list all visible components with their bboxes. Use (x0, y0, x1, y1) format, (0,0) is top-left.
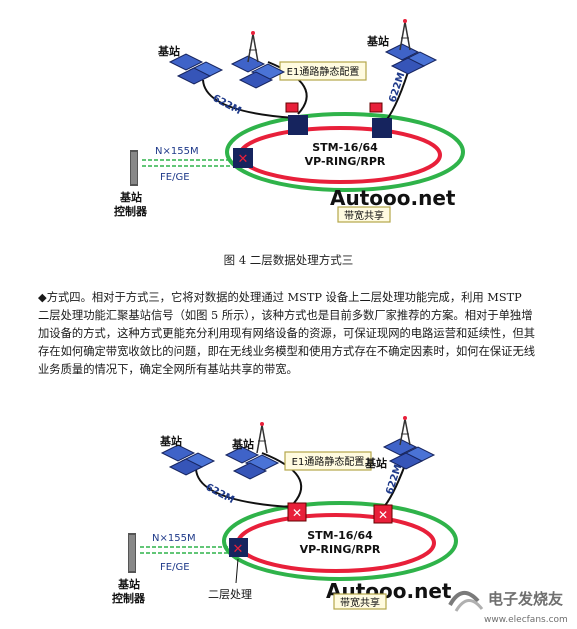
paragraph-line: 加设备的方式，这种方式更能充分利用现有网络设备的资源，可保证现网的电路运营和延续… (38, 327, 536, 340)
link-rate-label: 622M (384, 463, 404, 496)
paragraph-line: 业务质量的情况下，确定全网所有基站共享的带宽。 (38, 363, 298, 376)
base-station-controller-icon (130, 150, 138, 186)
base-station-label: 基站 (366, 34, 389, 48)
ring-subtitle: VP-RING/RPR (300, 543, 381, 556)
controller-label-line1: 基站 (119, 190, 142, 204)
antenna-tower-icon (256, 422, 268, 454)
elecfans-logo-icon (448, 591, 484, 612)
controller-label-line2: 控制器 (112, 591, 146, 605)
rate-label: N×155M (155, 146, 199, 157)
paragraph-line: 存在如何确定带宽收敛比的问题，即在无线业务模型和使用方式存在不确定因素时，如何在… (38, 345, 536, 358)
antenna-tower-icon (247, 31, 259, 63)
site-logo-text: 电子发烧友 (488, 590, 563, 608)
autooo-watermark: Autooo.net (330, 186, 456, 210)
link-left-to-ring (195, 468, 291, 508)
link-rate-label: 622M (387, 71, 407, 104)
e1-static-config-label: E1通路静态配置 (287, 65, 360, 78)
switch-icon (285, 102, 299, 113)
l2-callout-line (235, 558, 239, 584)
paragraph-line: ◆方式四。相对于方式三，它将对数据的处理通过 MSTP 设备上二层处理功能完成，… (38, 291, 522, 304)
e1-static-config-box (284, 451, 372, 471)
bandwidth-share-box (333, 593, 387, 610)
link-rate-label: 622M (211, 93, 243, 117)
base-station-cluster-left: 基站 (157, 44, 224, 85)
base-station-cluster-right: 基站 (366, 19, 438, 75)
base-station-cluster-right: 基站 (364, 416, 436, 470)
base-station-label: 基站 (159, 434, 182, 448)
fege-label: FE/GE (160, 172, 190, 183)
outer-green-ring (225, 112, 465, 192)
link-middle-to-ring (267, 61, 308, 115)
figure-1-network-diagram: 622M 622M E1通路静态配置 基站 (114, 19, 465, 223)
base-station-label: 基站 (231, 437, 254, 451)
base-station-cluster-middle: 基站 (224, 422, 280, 480)
site-url: www.elecfans.com (484, 615, 568, 625)
mstp-node-icon (233, 148, 253, 168)
controller-label-line2: 控制器 (114, 204, 148, 218)
antenna-tower-icon (399, 416, 411, 446)
l2-switch-icon (287, 502, 307, 522)
l2-switch-icon (373, 504, 393, 524)
ring-subtitle: VP-RING/RPR (305, 155, 386, 168)
rate-label: N×155M (152, 533, 196, 544)
cross-connect-icon: ✕ (292, 506, 302, 520)
body-paragraph: ◆方式四。相对于方式三，它将对数据的处理通过 MSTP 设备上二层处理功能完成，… (38, 289, 548, 379)
paragraph-line: 二层处理功能汇聚基站信号（如图 5 所示），该种方式也是目前多数厂家推荐的方案。… (38, 309, 533, 322)
cross-connect-icon: ✕ (233, 542, 244, 557)
fege-label: FE/GE (160, 562, 190, 573)
figure-2-network-diagram: 622M 622M E1通路静态配置 基站 基站 (112, 416, 568, 625)
link-rate-label: 622M (204, 482, 236, 506)
cross-connect-icon: ✕ (378, 508, 388, 522)
link-left-to-ring (202, 79, 296, 119)
controller-label-line1: 基站 (117, 577, 140, 591)
e1-static-config-label: E1通路静态配置 (292, 455, 365, 468)
cross-connect-icon: ✕ (238, 152, 249, 167)
antenna-tower-icon (399, 19, 411, 51)
base-station-cluster-left: 基站 (159, 434, 216, 476)
bandwidth-share-label: 带宽共享 (340, 596, 380, 609)
bandwidth-share-label: 带宽共享 (344, 209, 384, 222)
base-station-controller-icon (128, 533, 136, 573)
l2-processing-label: 二层处理 (208, 588, 252, 601)
ring-title: STM-16/64 (307, 529, 373, 542)
base-station-label: 基站 (364, 456, 387, 470)
outer-green-ring (222, 501, 458, 581)
mstp-node-icon (372, 118, 392, 138)
mstp-node-icon (229, 538, 248, 557)
base-station-label: 基站 (157, 44, 180, 58)
ring-title: STM-16/64 (312, 141, 378, 154)
link-middle-to-ring (261, 452, 303, 504)
mstp-node-icon (288, 115, 308, 135)
switch-icon (369, 102, 383, 113)
bandwidth-share-box (337, 206, 391, 223)
base-station-cluster-middle (230, 31, 286, 89)
figure-caption: 图 4 二层数据处理方式三 (223, 253, 354, 267)
